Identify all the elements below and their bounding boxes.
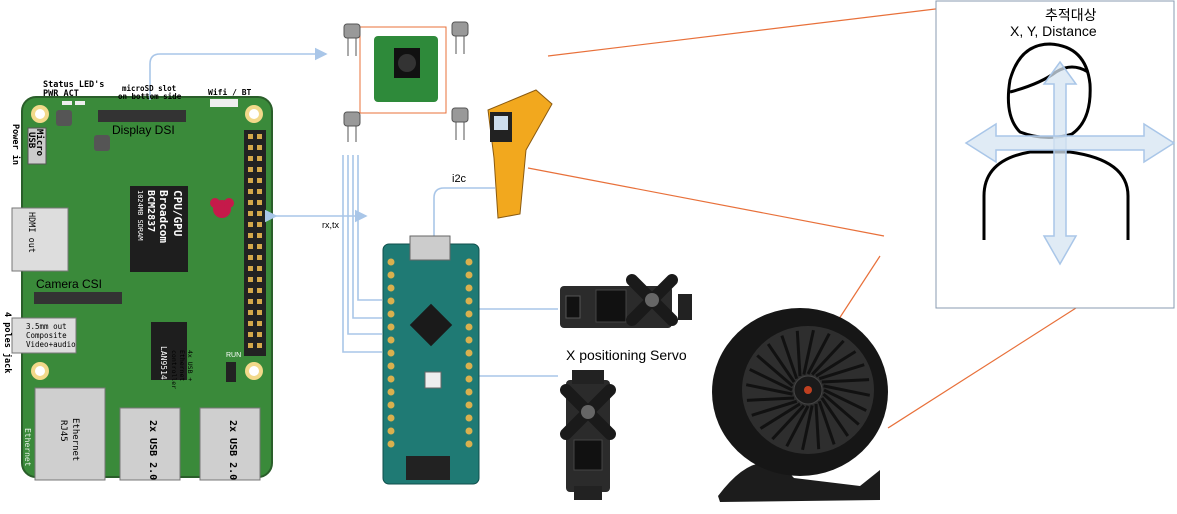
microsd-label-2: on bottom side — [118, 92, 182, 101]
four-poles-jack-label: 4 poles jack — [2, 312, 12, 374]
pwr-act-label: PWR ACT — [43, 89, 79, 99]
lan-chip-label: LAN9514 — [159, 346, 168, 380]
connection-lines — [149, 47, 558, 377]
usb-controller-label-3: controller — [170, 350, 178, 390]
usb-port-b-label: 2x USB 2.0 — [227, 420, 238, 481]
y-servo — [560, 370, 616, 500]
status-leds-label: Status LED's — [43, 80, 105, 90]
cpu-label-3: BCM2837 — [145, 190, 156, 233]
power-in-label: Power in — [10, 124, 20, 165]
orange-indicator-lines — [527, 5, 1077, 429]
audio-label-2: Composite — [26, 331, 67, 340]
i2c-label: i2c — [452, 173, 467, 185]
usb-port-a-label: 2x USB 2.0 — [147, 420, 158, 481]
micro-usb-label-2: USB — [26, 132, 36, 149]
to-can-sensors — [343, 21, 469, 142]
audio-label-3: Video+audio — [26, 340, 76, 349]
ir-thermometer-gun — [487, 89, 553, 219]
cpu-label-2: Broadcom — [157, 190, 170, 243]
x-servo — [560, 274, 692, 328]
arduino-nano-board — [382, 235, 480, 485]
x-servo-label: X positioning Servo — [566, 347, 687, 363]
microsd-label-1: microSD slot — [122, 84, 177, 93]
ethernet-label-2: RJ45 — [58, 420, 68, 442]
ethernet-side-label: Ethernet — [23, 428, 32, 467]
target-title: 추적대상 — [1045, 8, 1097, 24]
run-label: RUN — [226, 352, 242, 359]
camera-csi-label: Camera CSI — [36, 277, 103, 291]
cpu-label-1: CPU/GPU — [171, 190, 184, 237]
tracking-target-panel — [935, 0, 1176, 309]
hdmi-out-label: HDMI out — [26, 212, 36, 253]
wifi-bt-label: Wifi / BT — [208, 88, 252, 97]
rx-tx-label: rx,tx — [322, 220, 339, 230]
desk-fan — [712, 308, 888, 502]
ethernet-label-1: Ethernet — [70, 418, 80, 462]
usb-controller-label-1: 4x USB + — [186, 350, 194, 382]
target-subtitle: X, Y, Distance — [1010, 23, 1097, 39]
display-dsi-label: Display DSI — [112, 123, 175, 137]
cpu-label-4: 1024MB SDRAM — [136, 190, 144, 241]
usb-controller-label-2: Ethernet — [178, 350, 186, 382]
audio-label-1: 3.5mm out — [26, 322, 67, 331]
raspberry-pi-board — [11, 96, 273, 481]
thermal-camera-module — [359, 26, 447, 114]
